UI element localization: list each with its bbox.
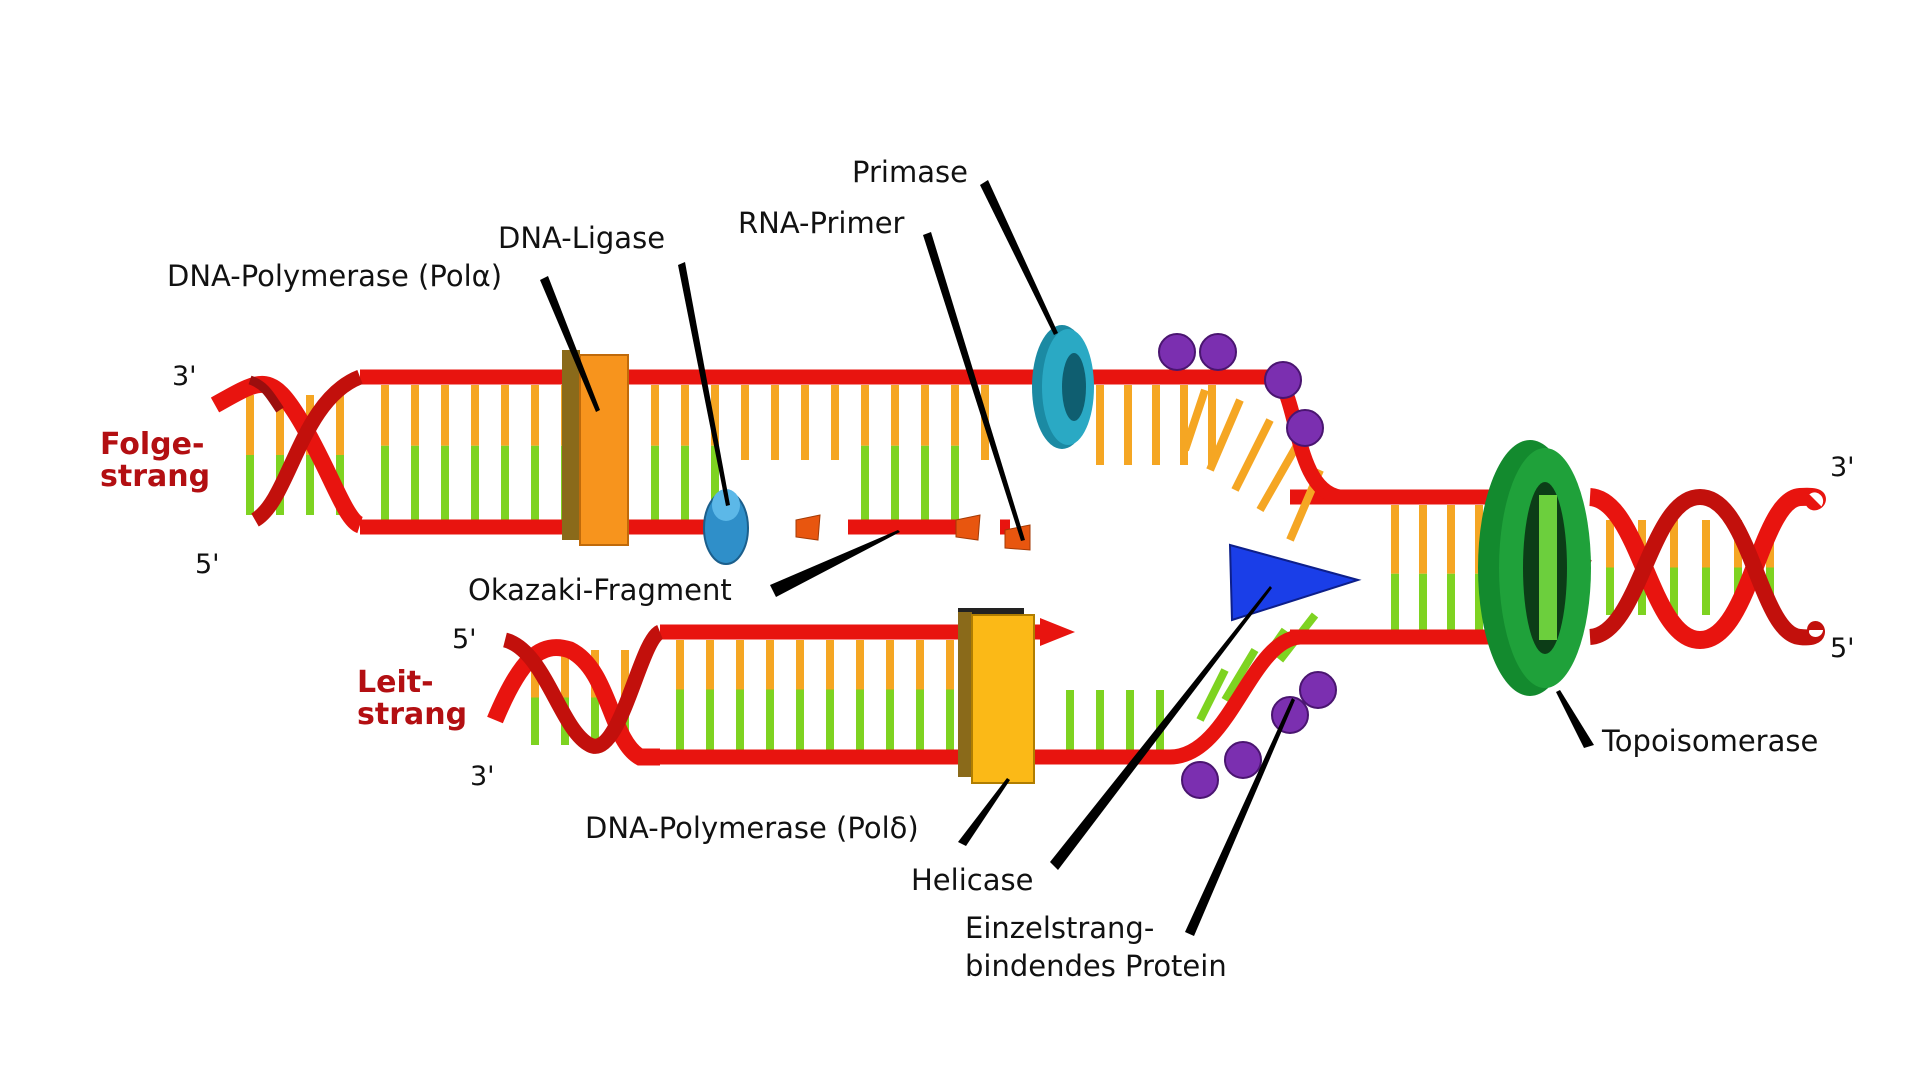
ssb-protein [1181, 761, 1219, 799]
leader-pol-alpha [540, 276, 600, 412]
label-primase: Primase [852, 155, 968, 189]
fork-base [1221, 647, 1259, 703]
label-pol-alpha: DNA-Polymerase (Polα) [167, 259, 502, 293]
rna-primer-3 [1004, 524, 1031, 551]
leader-pol-delta [958, 778, 1010, 846]
lagging-strand-label-line1: Folge- [100, 427, 204, 462]
leader-rna-primer [923, 232, 1025, 541]
end-leading-top: 5' [452, 624, 477, 655]
ssb-protein [1286, 409, 1324, 447]
fork-base [1231, 418, 1274, 492]
end-leading-bottom: 3' [470, 761, 495, 792]
pol-alpha-block [562, 350, 629, 546]
lagging-helix-back [248, 375, 284, 413]
topoisomerase-ring [1478, 440, 1591, 696]
end-parent-top: 3' [1830, 452, 1855, 483]
lagging-strand-label-line2: strang [100, 459, 210, 494]
parent-helix-strand-a [1588, 487, 1826, 650]
rna-primer-1 [795, 514, 821, 541]
leading-strand-label-line1: Leit- [357, 665, 434, 700]
leading-strand-arrowhead [1040, 618, 1075, 646]
lagging-helix-strand-b [250, 370, 364, 527]
fork-base [1206, 398, 1244, 472]
rna-primer-2 [955, 514, 981, 541]
ssb-protein [1299, 671, 1337, 709]
lagging-base-pairs [381, 385, 1324, 542]
fork-base [1181, 388, 1209, 452]
end-parent-bottom: 5' [1830, 633, 1855, 664]
ssb-protein [1158, 333, 1196, 371]
primase-ring [1032, 325, 1094, 449]
lagging-arm [210, 369, 1540, 542]
dna-ligase-shape [703, 489, 749, 565]
pol-delta-block [958, 608, 1035, 784]
leader-lines [540, 180, 1594, 936]
label-helicase: Helicase [911, 863, 1033, 897]
leader-okazaki [770, 530, 900, 597]
fork-base [1196, 668, 1229, 722]
ssb-proteins [1158, 333, 1337, 799]
leader-ligase [678, 262, 730, 506]
ssb-protein [1224, 741, 1262, 779]
label-topoisomerase: Topoisomerase [1601, 724, 1818, 758]
leader-ssb [1185, 698, 1295, 936]
label-ssb-line1: Einzelstrang- [965, 911, 1154, 945]
parent-helix-strand-b [1588, 488, 1825, 646]
leading-strand-label-line2: strang [357, 697, 467, 732]
ssb-protein [1199, 333, 1237, 371]
end-lagging-bottom: 5' [195, 549, 220, 580]
leading-helix-strand-a [487, 639, 660, 766]
lagging-helix-strand-a [210, 375, 365, 534]
fork-base [1256, 438, 1304, 512]
leader-topoisomerase [1556, 690, 1594, 748]
rna-primers [795, 514, 1031, 551]
label-pol-delta: DNA-Polymerase (Polδ) [585, 811, 919, 845]
label-okazaki-fragment: Okazaki-Fragment [468, 573, 732, 607]
ssb-protein [1264, 361, 1302, 399]
leader-helicase [1050, 586, 1272, 870]
leading-helix-strand-b [502, 625, 665, 754]
label-rna-primer: RNA-Primer [738, 206, 905, 240]
label-dna-ligase: DNA-Ligase [498, 221, 665, 255]
end-lagging-top: 3' [172, 361, 197, 392]
leader-primase [980, 180, 1058, 335]
leading-arm [487, 612, 1540, 766]
leading-template-backbone [660, 629, 1540, 765]
helicase-shape [1228, 543, 1362, 622]
label-ssb-line2: bindendes Protein [965, 949, 1227, 983]
